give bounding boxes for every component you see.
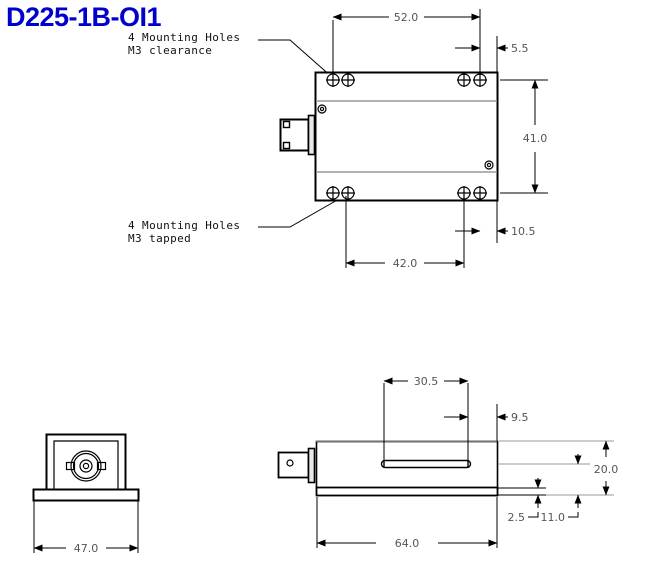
mounting-hole: [326, 186, 340, 200]
dimension-end-47-label: 47.0: [74, 542, 99, 555]
page-title: D225-1B-OI1: [6, 2, 162, 32]
dimension-top-10p5-label: 10.5: [511, 225, 536, 238]
end-view: 47.0: [32, 433, 140, 555]
dimension-side-64-label: 64.0: [395, 537, 420, 550]
mounting-hole: [341, 186, 355, 200]
dimension-top-10p5: [455, 200, 508, 243]
top-view: 52.0 5.5 41.0 10.5: [258, 9, 548, 270]
dimension-side-64: [316, 497, 498, 548]
dimension-top-5p5-label: 5.5: [511, 42, 529, 55]
note-line-2: M3 clearance: [128, 44, 213, 57]
end-view-bracket-inner: [53, 440, 119, 489]
note-line-1: 4 Mounting Holes: [128, 219, 241, 232]
dimension-side-9p5-label: 9.5: [511, 411, 529, 424]
dimension-top-52: [332, 9, 481, 79]
dimension-top-52-label: 52.0: [394, 11, 419, 24]
mounting-hole: [473, 186, 487, 200]
note-mounting-holes-tapped: 4 Mounting Holes M3 tapped: [128, 219, 240, 245]
dimension-top-5p5: [455, 36, 508, 72]
dimension-side-20-label: 20.0: [594, 463, 619, 476]
dimension-end-47: [33, 501, 139, 553]
mounting-hole: [457, 186, 471, 200]
top-view-body: [314, 71, 499, 202]
leader-clearance: [258, 39, 334, 79]
dimension-top-42-label: 42.0: [393, 257, 418, 270]
dimension-side-2p5: [497, 478, 546, 518]
dimension-top-41-label: 41.0: [523, 132, 548, 145]
top-view-mounting-holes-bottom: [326, 186, 487, 200]
mounting-hole: [341, 73, 355, 87]
dimension-side-11-label: 11.0: [541, 511, 566, 524]
note-line-2: M3 tapped: [128, 232, 192, 245]
top-view-connector: [279, 114, 316, 156]
mounting-hole: [457, 73, 471, 87]
top-view-side-screws: [317, 104, 494, 170]
side-view-slot: [380, 459, 472, 469]
dimension-side-11: [499, 454, 590, 518]
top-view-mounting-holes-top: [326, 73, 487, 87]
dimension-top-42: [345, 196, 465, 268]
side-view-connector: [277, 447, 316, 484]
dimension-side-30p5: [383, 377, 469, 460]
end-view-bnc-connector: [65, 450, 107, 482]
end-view-bracket: [45, 433, 127, 490]
side-view: 30.5 9.5 20.0: [277, 375, 619, 550]
dimension-top-41: [500, 79, 548, 194]
end-view-base-plate: [32, 488, 140, 502]
side-view-base-plate: [315, 486, 499, 497]
dimension-side-9p5: [444, 404, 508, 441]
dimension-side-30p5-label: 30.5: [414, 375, 439, 388]
leader-tapped: [258, 194, 347, 228]
note-mounting-holes-clearance: 4 Mounting Holes M3 clearance: [128, 31, 240, 57]
note-line-1: 4 Mounting Holes: [128, 31, 241, 44]
dimension-side-2p5-label: 2.5: [508, 511, 526, 524]
